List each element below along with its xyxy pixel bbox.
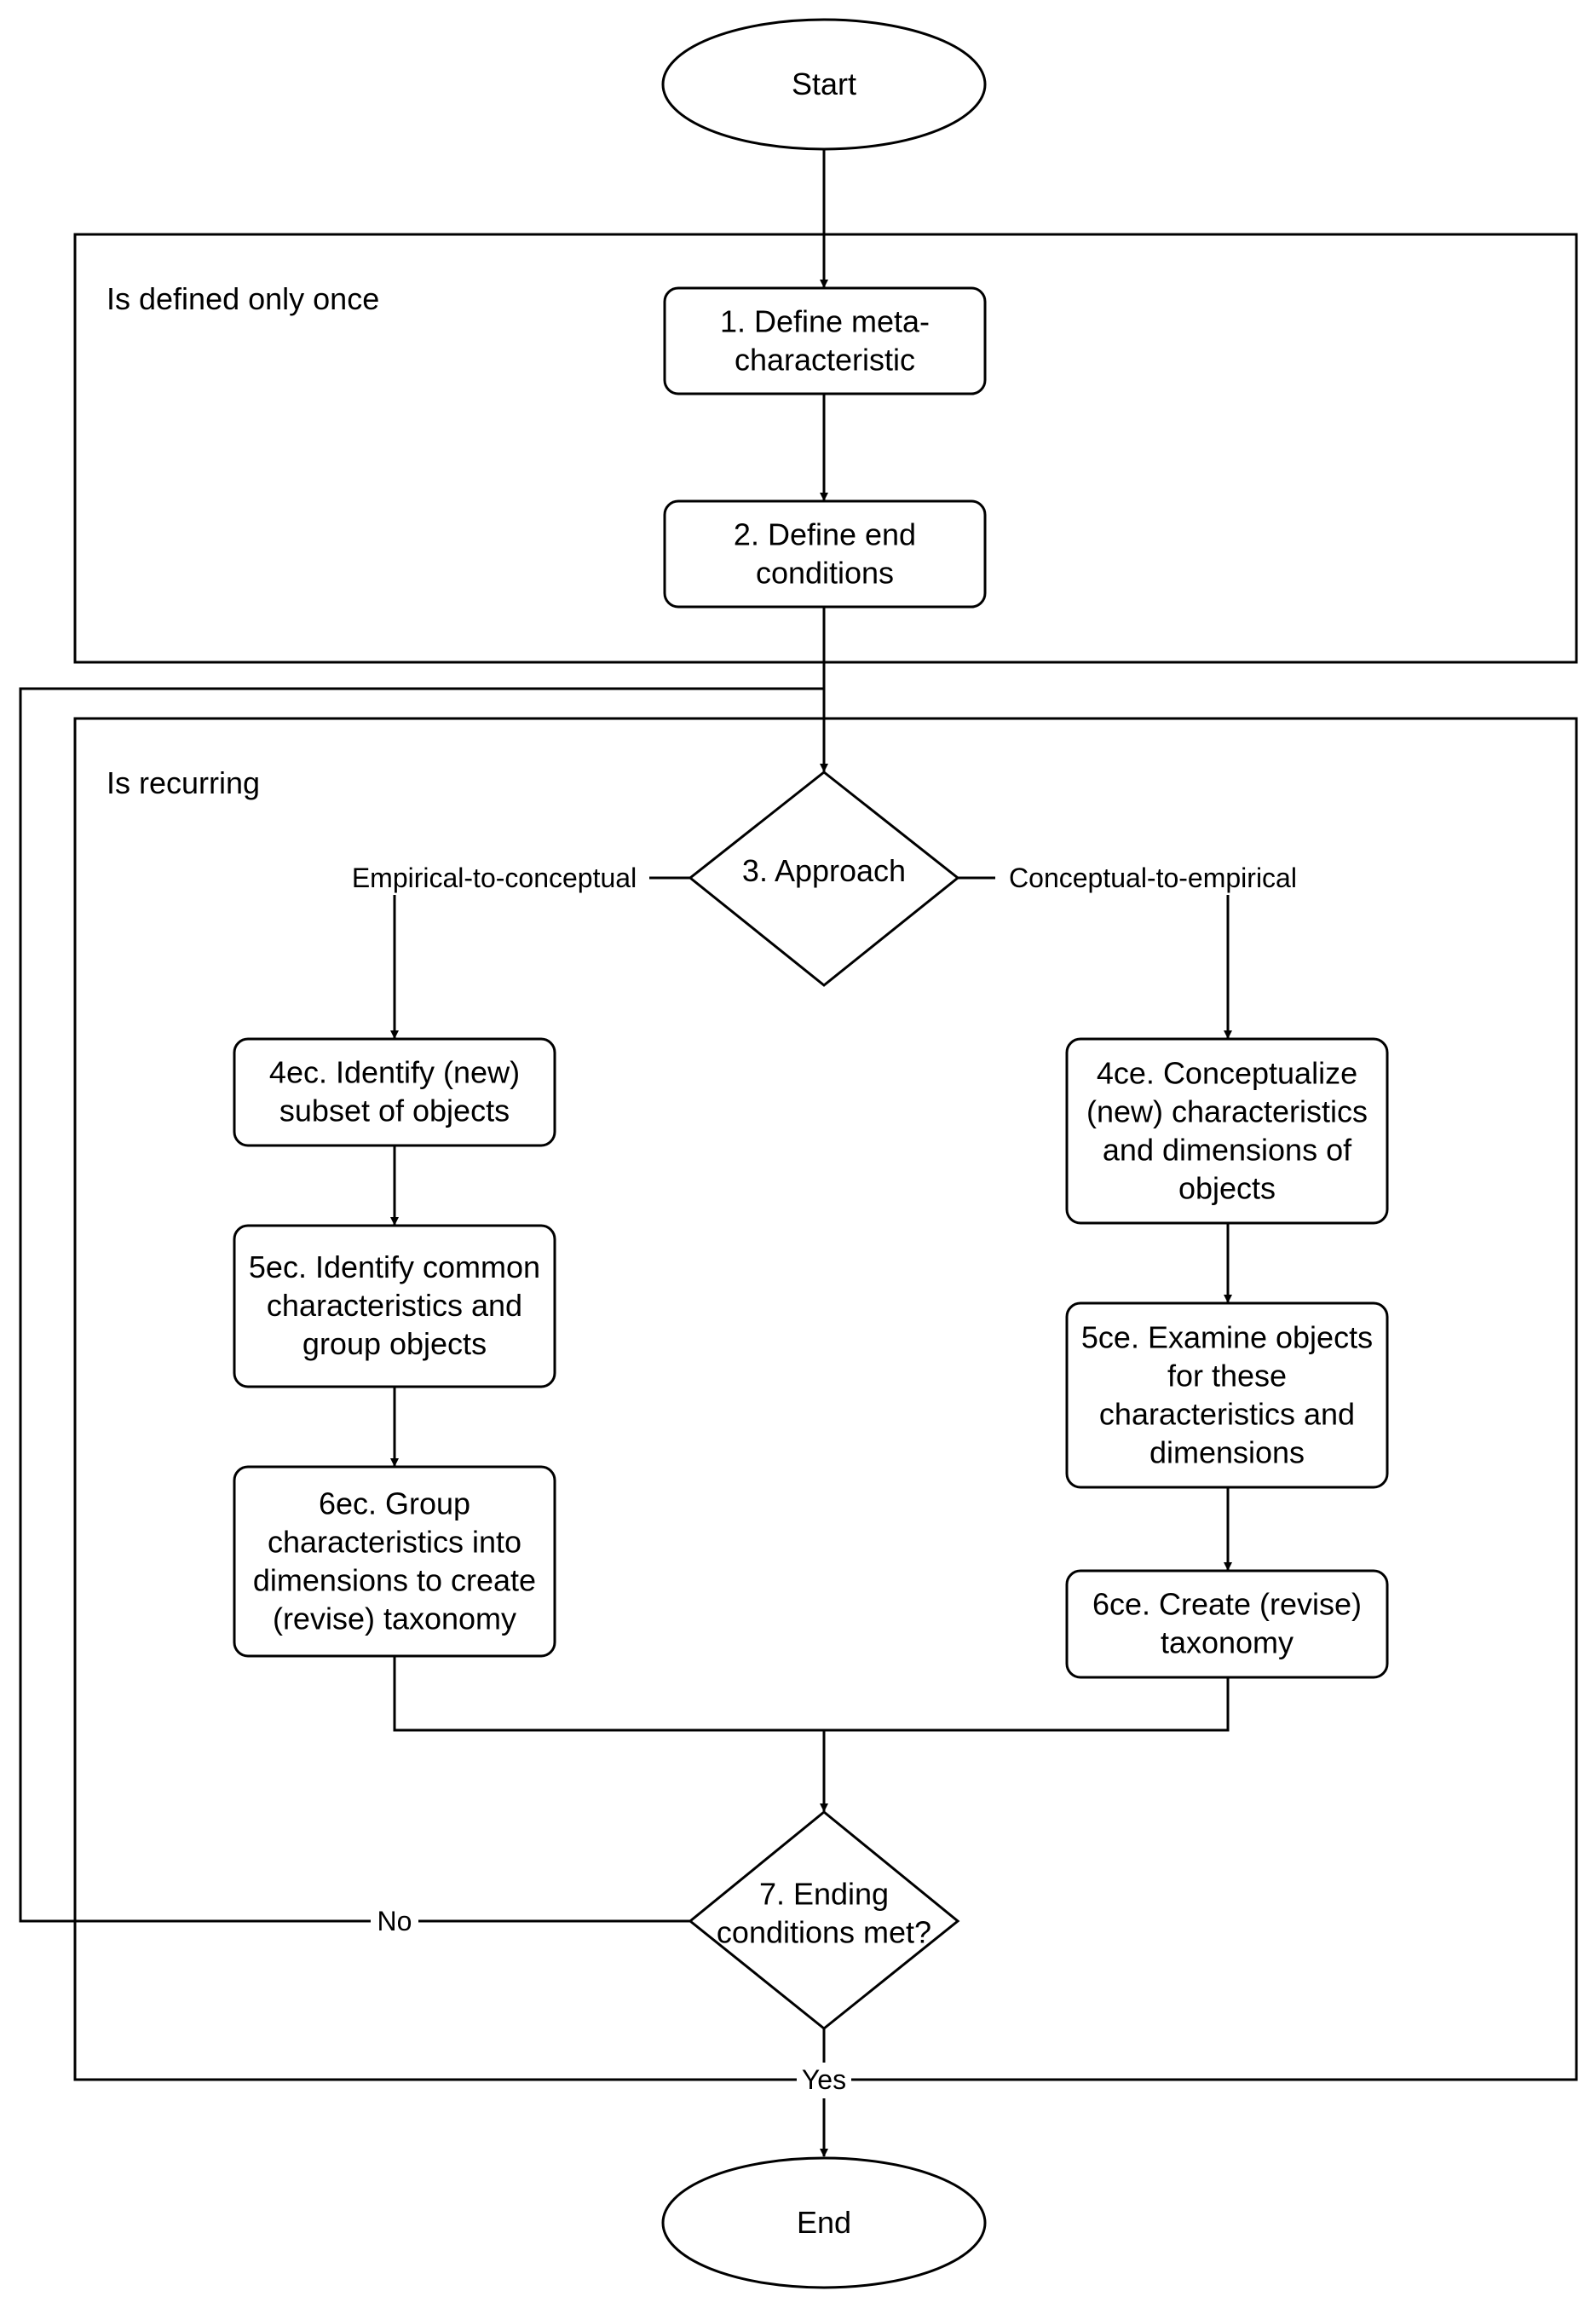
step-4ce-label: 4ce. Conceptualize(new) characteristics a… [1086,1056,1368,1206]
edge-no-loop [19,687,824,1923]
step-2-label: 2. Define end conditions [734,517,916,591]
label-line: (new) characteristics [1086,1094,1368,1129]
step-2-box [663,499,987,609]
step-1-box [663,286,987,395]
edge-label-conceptual: Conceptual-to-empirical [1009,863,1297,893]
step-5ec-box [233,1224,556,1388]
group-defined-once [73,233,1578,664]
decision-approach-label: 3. Approach [742,853,906,888]
edge-ce-branch [958,876,1232,1039]
label-line: conditions [756,556,894,591]
end-node [661,2156,987,2289]
step-6ec-box [233,1465,556,1658]
start-node [661,18,987,151]
label-line: and dimensions of [1103,1133,1352,1168]
edge-label-bg-conceptual [995,859,1311,895]
step-6ce-label: 6ce. Create (revise)taxonomy [1092,1587,1362,1660]
step-1-label: 1. Define meta-characteristic [720,304,930,378]
label-line: objects [1178,1171,1276,1206]
label-line: 6ec. Group [319,1486,470,1521]
label-line: taxonomy [1161,1625,1294,1660]
edge-label-empirical: Empirical-to-conceptual [352,863,637,893]
label-line: 6ce. Create (revise) [1092,1587,1362,1622]
edge-label-bg-empirical [337,859,649,895]
step-4ec-box [233,1037,556,1147]
edge-6ec-merge [393,1656,824,1732]
label-line: conditions met? [717,1915,931,1950]
label-line: characteristics into [268,1525,521,1560]
label-line: group objects [302,1326,487,1361]
edge-label-bg-no [371,1904,418,1940]
edge-label-bg-yes [797,2063,851,2098]
edge-6ce-merge [824,1677,1230,1732]
decision-ending-conditions [688,1810,960,2030]
label-line: 1. Define meta- [720,304,930,339]
edge-label-yes: Yes [802,2064,846,2095]
edge-ec-branch [390,876,690,1039]
decision-approach [688,770,960,987]
label-line: characteristics and [1099,1397,1355,1432]
group-recurring-label: Is recurring [107,765,260,800]
label-line: 5ce. Examine objects [1081,1320,1373,1355]
label-line: characteristics and [267,1288,522,1323]
label-line: dimensions to create [253,1563,536,1598]
label-line: 4ce. Conceptualize [1097,1056,1357,1091]
label-line: dimensions [1149,1435,1305,1470]
edge-label-no: No [377,1906,412,1936]
step-4ec-label: 4ec. Identify (new) subset of objects [269,1055,520,1128]
label-line: for these [1167,1359,1287,1394]
group-defined-once-label: Is defined only once [107,281,379,316]
label-line: 4ec. Identify (new) [269,1055,520,1090]
step-5ce-box [1065,1301,1389,1489]
label-line: 5ec. Identify common [249,1249,540,1284]
label-line: subset of objects [279,1094,510,1128]
connectors [19,149,1232,2157]
end-label: End [797,2205,851,2240]
step-4ce-box [1065,1037,1389,1225]
start-label: Start [792,66,856,101]
label-line: 2. Define end [734,517,916,552]
step-6ce-box [1065,1569,1389,1679]
label-line: characteristic [735,343,915,378]
label-line: 7. Ending [759,1877,889,1912]
label-line: (revise) taxonomy [273,1601,516,1636]
